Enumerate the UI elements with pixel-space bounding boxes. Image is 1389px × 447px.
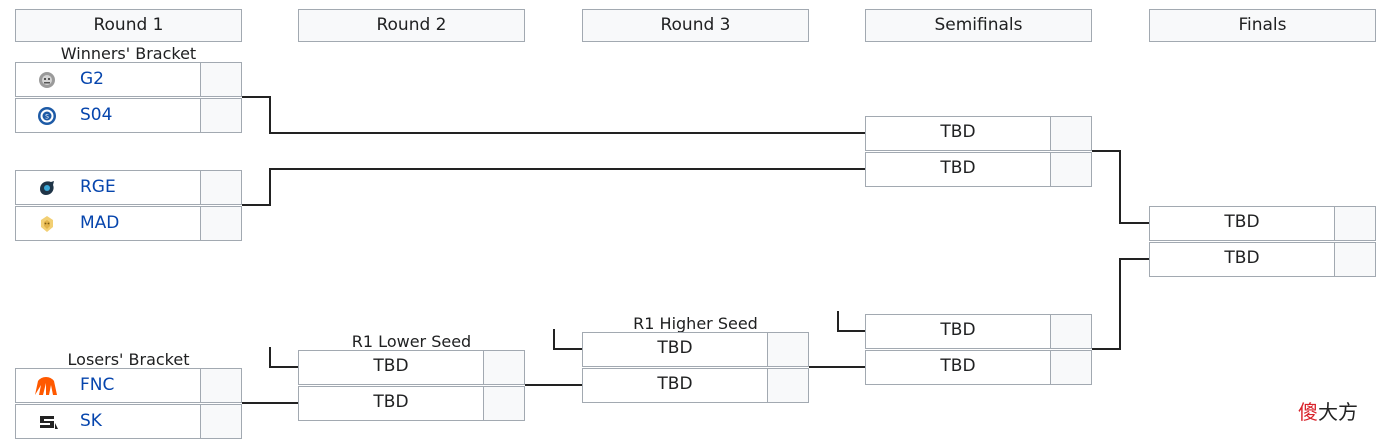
connector-semi-stub xyxy=(837,311,866,332)
connector-r1-match1 xyxy=(242,96,866,134)
watermark-part1: 傻 xyxy=(1298,400,1318,424)
schalke-logo-icon: S xyxy=(36,105,58,127)
score-cell xyxy=(1051,351,1091,384)
match-slot-semi2-bottom[interactable]: TBD xyxy=(865,350,1092,385)
tbd-label: TBD xyxy=(940,356,976,376)
score-cell-rge xyxy=(201,171,241,204)
score-cell xyxy=(768,333,808,366)
match-slot-final-top[interactable]: TBD xyxy=(1149,206,1376,241)
team-link-rge[interactable]: RGE xyxy=(80,177,116,197)
tbd-label: TBD xyxy=(657,374,693,394)
match-slot-r2-top[interactable]: TBD xyxy=(298,350,525,385)
r1-lower-seed-label: R1 Lower Seed xyxy=(351,332,472,351)
score-cell xyxy=(1335,207,1375,240)
match-slot-r2-bottom[interactable]: TBD xyxy=(298,386,525,421)
fnatic-logo-icon xyxy=(35,375,58,397)
g2-logo-icon xyxy=(36,69,58,91)
r1-higher-seed-label: R1 Higher Seed xyxy=(633,314,758,333)
match-slot-r3-top[interactable]: TBD xyxy=(582,332,809,367)
connector-semi1-final xyxy=(1092,150,1149,224)
rogue-logo-icon xyxy=(36,177,58,199)
team-link-s04[interactable]: S04 xyxy=(80,105,113,125)
score-cell xyxy=(484,351,524,384)
header-round-1: Round 1 xyxy=(15,9,242,42)
header-round-2: Round 2 xyxy=(298,9,525,42)
header-semifinals: Semifinals xyxy=(865,9,1092,42)
match-slot-mad[interactable]: MAD xyxy=(15,206,242,241)
score-cell xyxy=(484,387,524,420)
match-slot-semi2-top[interactable]: TBD xyxy=(865,314,1092,349)
svg-text:S: S xyxy=(45,114,49,121)
connector-r1-match2 xyxy=(242,168,866,206)
score-cell-mad xyxy=(201,207,241,240)
sk-gaming-logo-icon xyxy=(36,411,58,433)
tbd-label: TBD xyxy=(1224,248,1260,268)
connector-semi2-final xyxy=(1092,258,1149,350)
tbd-label: TBD xyxy=(940,122,976,142)
match-slot-s04[interactable]: S S04 xyxy=(15,98,242,133)
score-cell-sk xyxy=(201,405,241,438)
losers-bracket-label: Losers' Bracket xyxy=(67,350,190,369)
watermark-part2: 大方 xyxy=(1318,400,1358,424)
team-link-mad[interactable]: MAD xyxy=(80,213,120,233)
mad-lions-logo-icon xyxy=(36,213,58,235)
match-slot-sk[interactable]: SK xyxy=(15,404,242,439)
match-slot-rge[interactable]: RGE xyxy=(15,170,242,205)
tbd-label: TBD xyxy=(373,392,409,412)
header-finals: Finals xyxy=(1149,9,1376,42)
score-cell xyxy=(768,369,808,402)
tbd-label: TBD xyxy=(657,338,693,358)
team-link-fnc[interactable]: FNC xyxy=(80,375,115,395)
score-cell xyxy=(1335,243,1375,276)
match-slot-r3-bottom[interactable]: TBD xyxy=(582,368,809,403)
team-link-g2[interactable]: G2 xyxy=(80,69,104,89)
match-slot-final-bottom[interactable]: TBD xyxy=(1149,242,1376,277)
connector-r2-stub xyxy=(269,347,298,368)
tbd-label: TBD xyxy=(1224,212,1260,232)
tbd-label: TBD xyxy=(373,356,409,376)
tbd-label: TBD xyxy=(940,158,976,178)
team-link-sk[interactable]: SK xyxy=(80,411,102,431)
header-round-3: Round 3 xyxy=(582,9,809,42)
score-cell xyxy=(1051,117,1091,150)
tbd-label: TBD xyxy=(940,320,976,340)
match-slot-g2[interactable]: G2 xyxy=(15,62,242,97)
match-slot-fnc[interactable]: FNC xyxy=(15,368,242,403)
score-cell-fnc xyxy=(201,369,241,402)
score-cell xyxy=(1051,153,1091,186)
match-slot-semi1-bottom[interactable]: TBD xyxy=(865,152,1092,187)
score-cell xyxy=(1051,315,1091,348)
score-cell-s04 xyxy=(201,99,241,132)
watermark-logo: 傻大方 xyxy=(1298,396,1358,425)
match-slot-semi1-top[interactable]: TBD xyxy=(865,116,1092,151)
connector-r3-stub xyxy=(553,329,582,350)
score-cell-g2 xyxy=(201,63,241,96)
winners-bracket-label: Winners' Bracket xyxy=(60,44,197,63)
